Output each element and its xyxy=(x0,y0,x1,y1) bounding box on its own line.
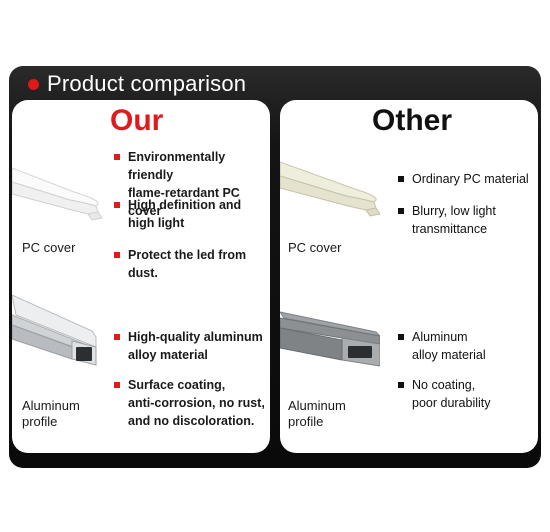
pc-cover-white-image xyxy=(12,167,103,221)
our-title: Our xyxy=(110,104,164,137)
our-bullet-4: High-quality aluminum alloy material xyxy=(114,328,263,364)
bullet-square-icon xyxy=(398,334,404,340)
bullet-square-icon xyxy=(398,176,404,182)
header: Product comparison xyxy=(28,70,246,98)
our-bullet-2: High definition and high light xyxy=(114,196,241,232)
other-title: Other xyxy=(372,104,453,137)
bullet-square-icon xyxy=(114,154,120,160)
our-pc-caption: PC cover xyxy=(22,240,76,255)
bullet-square-icon xyxy=(114,252,120,258)
header-title: Product comparison xyxy=(47,71,247,96)
bullet-square-icon xyxy=(398,382,404,388)
bullet-square-icon xyxy=(398,208,404,214)
red-dot-icon xyxy=(28,78,39,90)
bullet-square-icon xyxy=(114,382,120,388)
other-bullet-3: Aluminum alloy material xyxy=(398,328,486,364)
other-bullet-1: Ordinary PC material xyxy=(398,170,529,188)
other-pc-caption: PC cover xyxy=(288,240,342,255)
our-bullet-5: Surface coating, anti-corrosion, no rust… xyxy=(114,376,265,430)
aluminum-profile-image xyxy=(12,295,97,366)
other-bullet-2: Blurry, low light transmittance xyxy=(398,202,496,238)
other-panel: Other PC cover Aluminum profile Ordinary… xyxy=(280,100,538,453)
our-bullet-1: Environmentally friendly flame-retardant… xyxy=(114,148,270,220)
our-bullet-3: Protect the led from dust. xyxy=(114,246,270,282)
our-panel: Our PC cover Aluminum profile Environmen… xyxy=(12,100,270,453)
our-profile-caption: Aluminum profile xyxy=(22,398,80,429)
bullet-square-icon xyxy=(114,202,120,208)
pc-cover-beige-image xyxy=(280,161,380,217)
bullet-square-icon xyxy=(114,334,120,340)
other-bullet-4: No coating, poor durability xyxy=(398,376,491,412)
aluminum-profile-grey-image xyxy=(280,311,380,367)
other-profile-caption: Aluminum profile xyxy=(288,398,346,429)
